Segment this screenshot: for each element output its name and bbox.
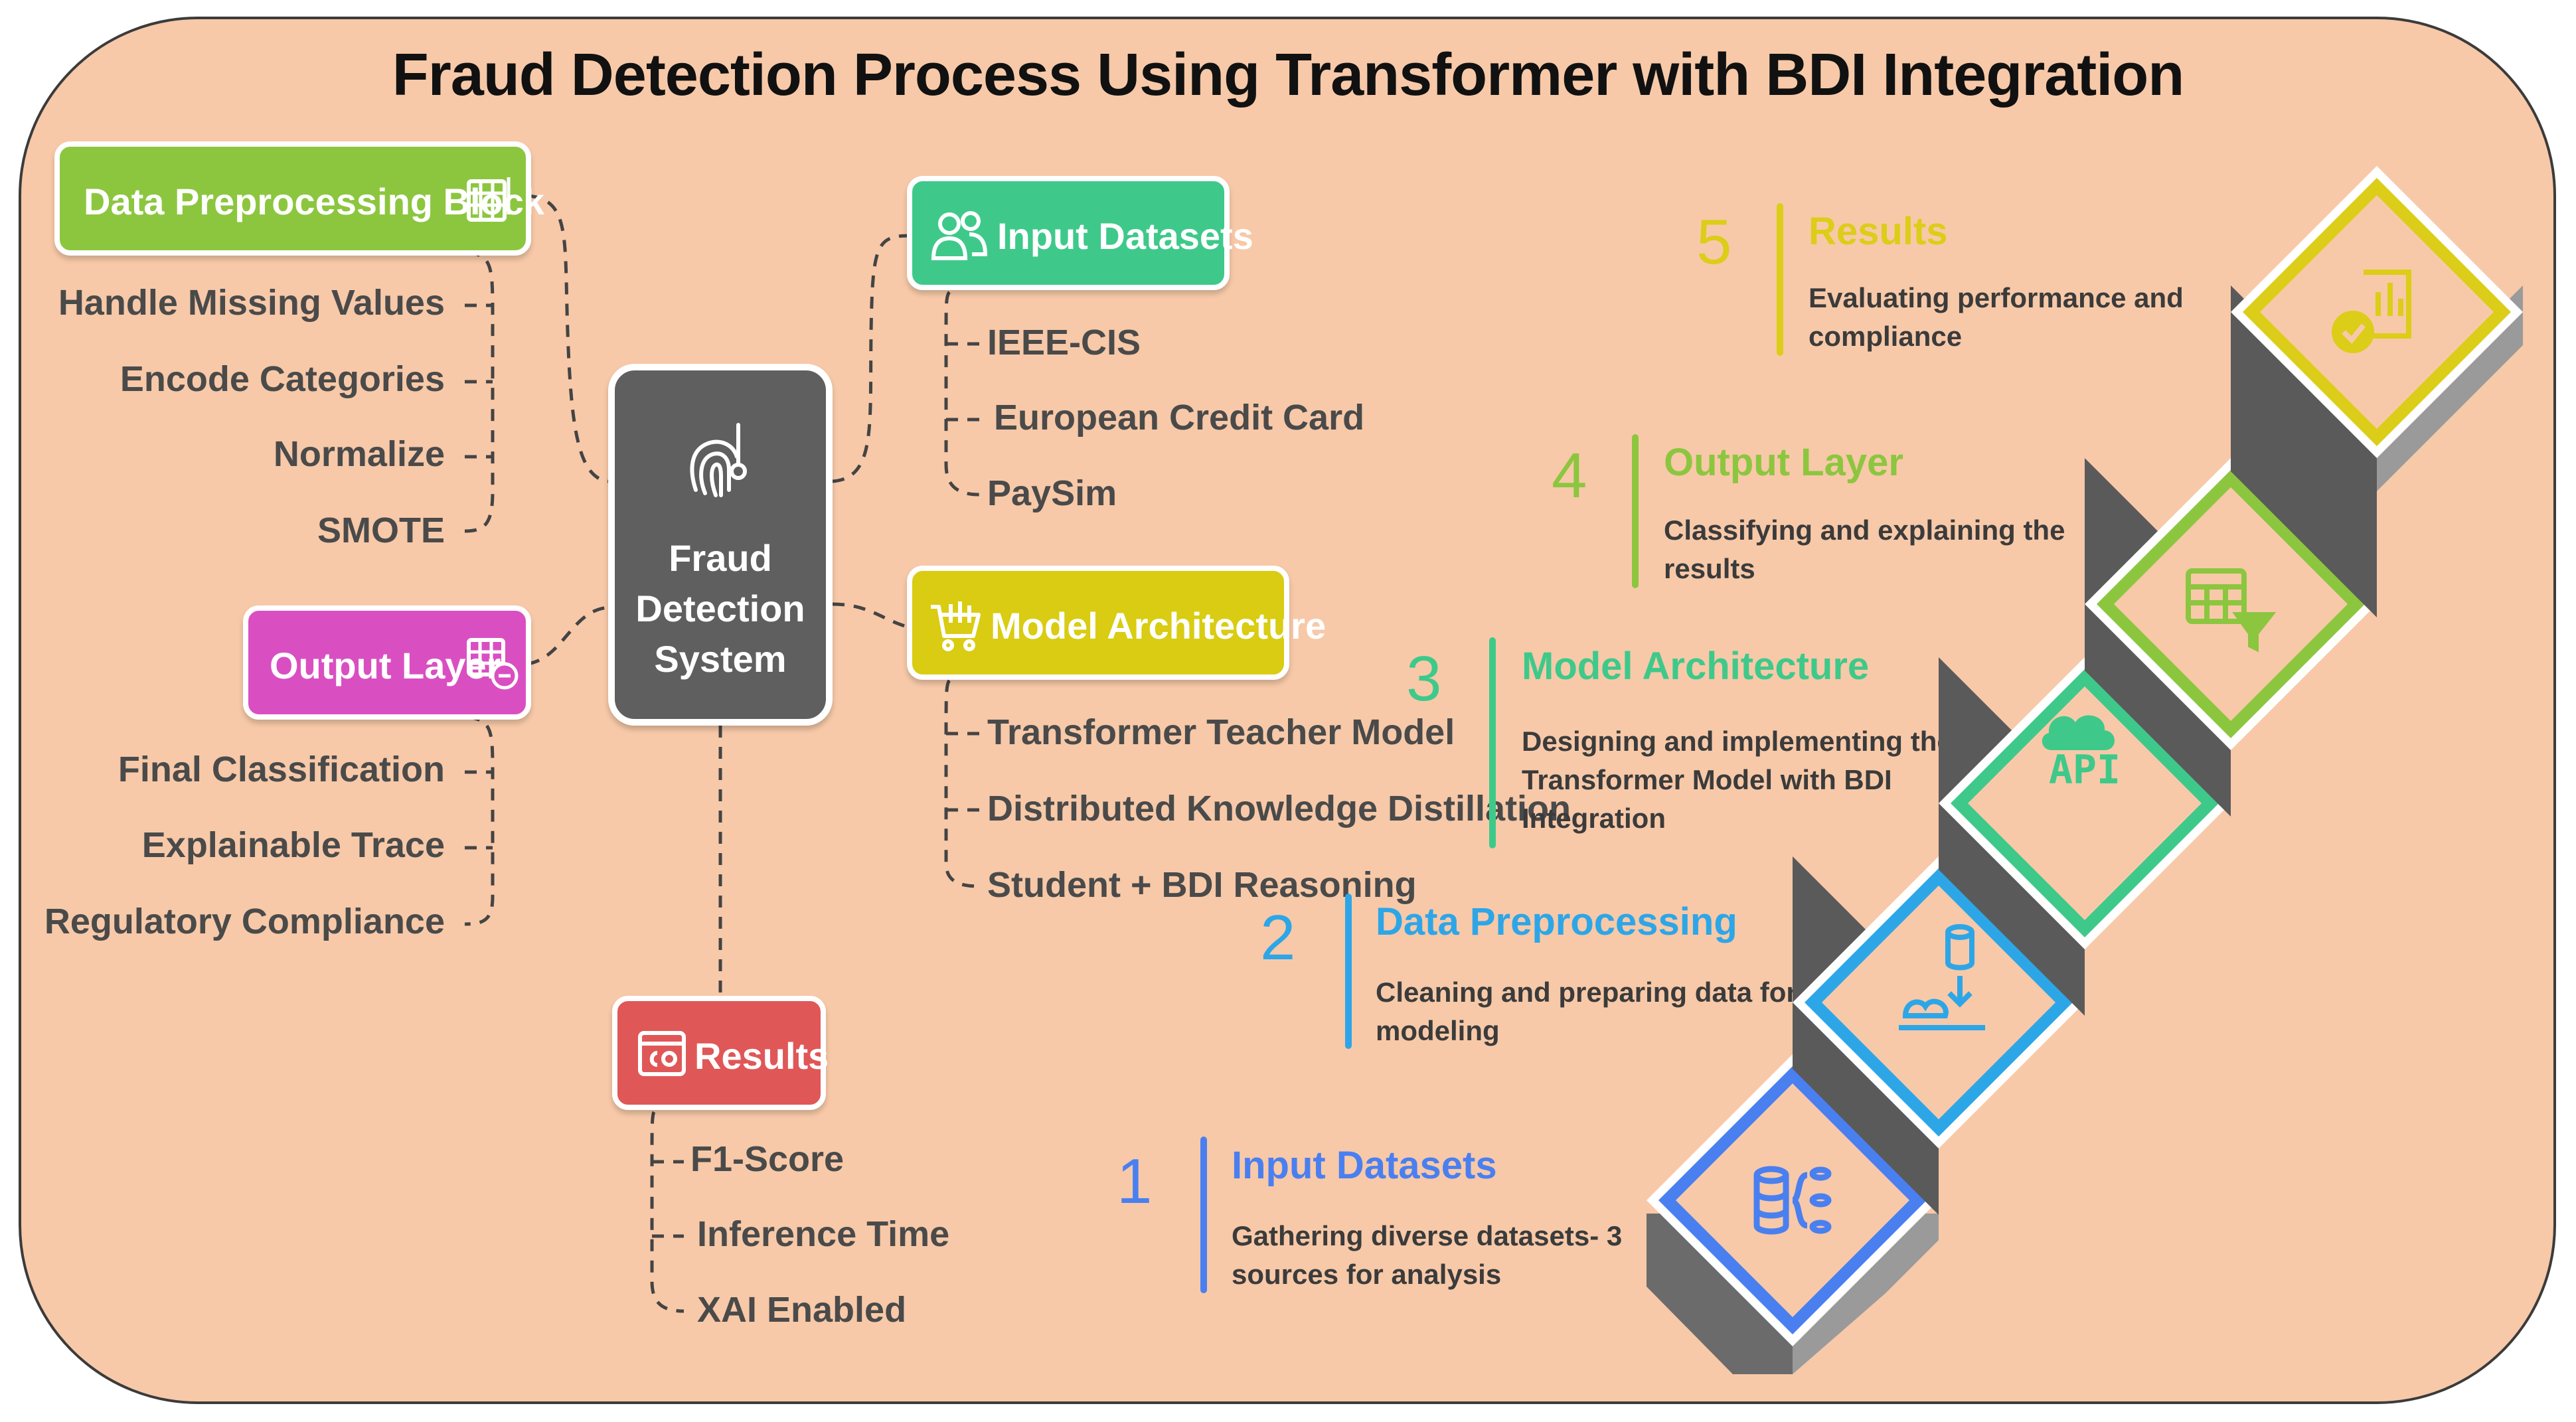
input-label: Input Datasets xyxy=(997,215,1253,257)
preprocessing-item-4: SMOTE xyxy=(317,511,445,550)
input-datasets-block: Input Datasets xyxy=(907,176,1253,290)
people-icon xyxy=(931,211,988,260)
step-2-bar xyxy=(1345,894,1352,1049)
step-5-bar xyxy=(1777,203,1783,356)
step-3-title: Model Architecture xyxy=(1522,645,1870,688)
step-4-number: 4 xyxy=(1552,440,1587,511)
input-item-3: PaySim xyxy=(987,473,1117,513)
step-1-title: Input Datasets xyxy=(1232,1144,1497,1187)
data-transfer-icon xyxy=(1899,924,1985,1030)
connector-preprocessing xyxy=(527,194,609,483)
table-icon xyxy=(467,177,511,222)
output-item-1: Final Classification xyxy=(118,750,445,789)
step-5-number: 5 xyxy=(1696,206,1732,277)
connector-output xyxy=(527,605,609,666)
step-2-number: 2 xyxy=(1260,902,1296,973)
results-item-2: Inference Time xyxy=(697,1214,950,1254)
results-item-3: XAI Enabled xyxy=(697,1290,907,1330)
output-layer-block: Output Layer xyxy=(243,605,531,720)
connector-results-items xyxy=(650,1111,684,1313)
output-item-3: Regulatory Compliance xyxy=(44,902,445,941)
step-4-desc: Classifying and explaining the results xyxy=(1664,514,2065,584)
step-1-number: 1 xyxy=(1117,1146,1153,1217)
diagram-title: Fraud Detection Process Using Transforme… xyxy=(392,42,2184,108)
step-3-bar xyxy=(1489,637,1496,848)
connector-model-items xyxy=(944,679,980,888)
connector-input-items xyxy=(944,291,980,497)
results-label: Results xyxy=(694,1035,829,1077)
model-item-2: Distributed Knowledge Distillation xyxy=(987,789,1571,829)
fraud-detection-system-node: Fraud Detection System xyxy=(608,364,833,726)
step-2-title: Data Preprocessing xyxy=(1376,900,1737,943)
input-item-2: European Credit Card xyxy=(994,398,1365,437)
step-1-desc: Gathering diverse datasets- 3 sources fo… xyxy=(1232,1220,1623,1290)
center-label: Fraud Detection System xyxy=(635,537,805,680)
model-item-3: Student + BDI Reasoning xyxy=(987,865,1417,905)
database-icon xyxy=(1753,1166,1832,1235)
model-label: Model Architecture xyxy=(991,605,1327,647)
fingerprint-icon xyxy=(690,423,747,497)
cart-icon xyxy=(931,601,981,651)
cloud-api-icon: API xyxy=(2042,715,2121,793)
step-5-desc: Evaluating performance and compliance xyxy=(1809,282,2184,352)
preprocessing-item-1: Handle Missing Values xyxy=(58,283,445,323)
step-1-bar xyxy=(1200,1137,1207,1293)
connector-model xyxy=(832,602,910,629)
step-3-number: 3 xyxy=(1406,643,1442,714)
results-item-1: F1-Score xyxy=(690,1139,845,1179)
report-check-icon xyxy=(2332,270,2411,353)
step-4-title: Output Layer xyxy=(1664,441,1903,484)
table-filter-icon xyxy=(2186,568,2277,653)
preprocessing-item-3: Normalize xyxy=(273,434,445,474)
model-item-1: Transformer Teacher Model xyxy=(987,712,1455,752)
model-architecture-block: Model Architecture xyxy=(907,566,1326,680)
window-icon xyxy=(638,1031,686,1076)
step-5-title: Results xyxy=(1809,210,1948,253)
preprocessing-item-2: Encode Categories xyxy=(120,359,445,399)
input-item-1: IEEE-CIS xyxy=(987,323,1141,362)
grid-minus-icon xyxy=(467,638,519,690)
preprocessing-block: Data Preprocessing Block xyxy=(54,141,544,256)
step-2-desc: Cleaning and preparing data for modeling xyxy=(1376,977,1797,1046)
connector-preprocessing-items xyxy=(464,250,495,533)
output-item-2: Explainable Trace xyxy=(141,825,445,865)
results-block: Results xyxy=(612,996,829,1110)
connector-input xyxy=(832,234,910,483)
connector-output-items xyxy=(464,715,495,926)
step-4-bar xyxy=(1632,434,1639,588)
api-icon-text: API xyxy=(2049,747,2121,793)
output-label: Output Layer xyxy=(270,645,501,686)
